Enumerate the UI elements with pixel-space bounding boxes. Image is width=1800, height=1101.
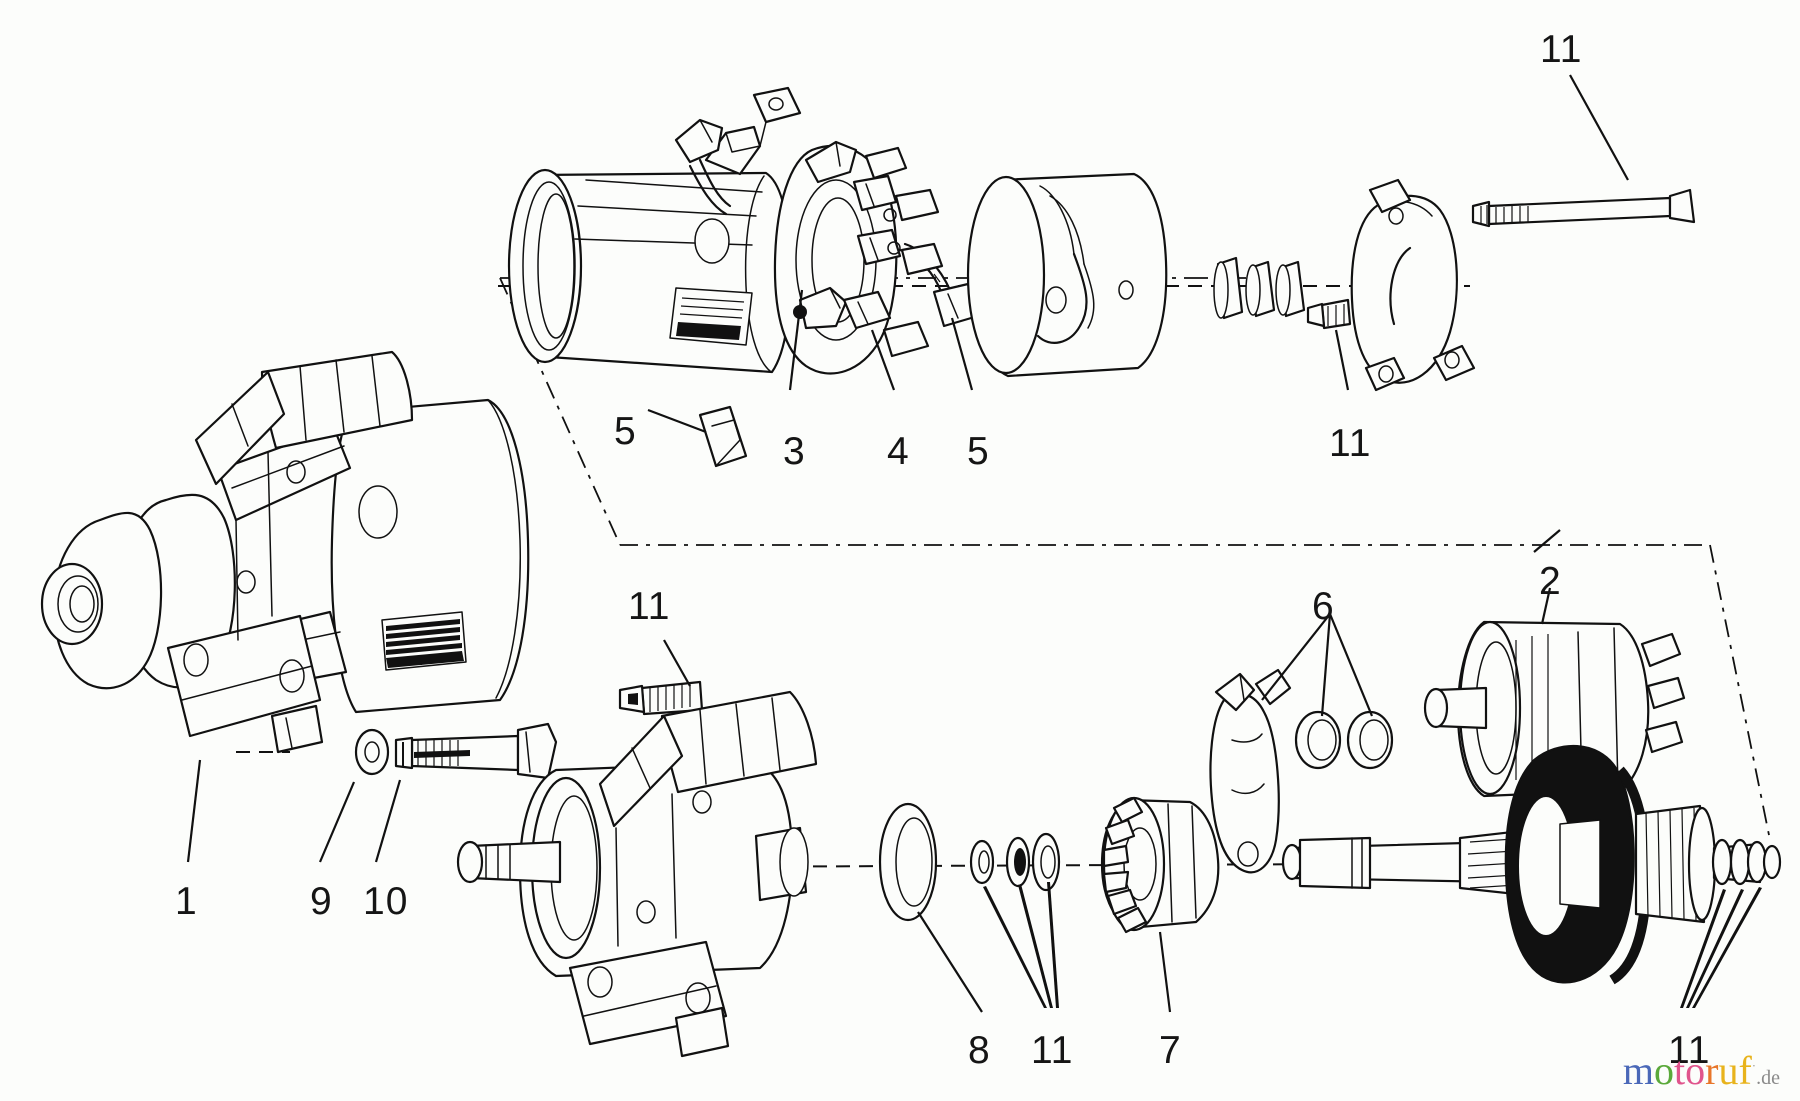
callout-10-bottom-left: 10 <box>363 880 409 923</box>
watermark-dot: · <box>1751 1057 1757 1073</box>
watermark-letter-m: m <box>1622 1048 1654 1093</box>
callout-11-upper-right: 11 <box>1329 422 1372 465</box>
callout-2-right: 2 <box>1539 560 1562 603</box>
site-watermark: motoruf·.de <box>1623 1051 1780 1091</box>
armature-rotor-shaft <box>1281 744 1782 985</box>
callout-11-top-right: 11 <box>1540 28 1583 71</box>
o-ring-seal <box>878 802 938 922</box>
leader-lines-lower <box>186 587 1552 1013</box>
callout-11-bottom-right: 11 <box>1668 1029 1711 1072</box>
washer-spacer-group <box>969 832 1061 892</box>
callout-11-bottom-mid: 11 <box>1031 1029 1074 1072</box>
pointer-bundle-11-bottom-mid <box>983 882 1059 1008</box>
upper-axis-bushings <box>1213 256 1306 320</box>
watermark-letter-o-2: o <box>1685 1048 1706 1093</box>
brush-holder-assembly <box>773 140 980 375</box>
watermark-letter-r: r <box>1705 1048 1719 1093</box>
callout-5-left-upper: 5 <box>614 410 637 453</box>
callout-4-upper: 4 <box>887 430 910 473</box>
callout-5-right-upper: 5 <box>967 430 990 473</box>
pinion-drive-gear <box>1100 796 1220 934</box>
watermark-letter-u: u <box>1718 1048 1739 1093</box>
callout-7-bottom: 7 <box>1159 1029 1182 1072</box>
commutator-end-cap <box>966 172 1168 378</box>
callout-6-mid: 6 <box>1312 585 1335 628</box>
watermark-letter-f: f <box>1738 1048 1752 1093</box>
watermark-letter-o-1: o <box>1653 1048 1674 1093</box>
callout-9-bottom-left: 9 <box>310 880 333 923</box>
motor-yoke-housing <box>507 86 802 374</box>
washer-and-bolt-group <box>236 722 558 780</box>
callout-8-bottom: 8 <box>968 1029 991 1072</box>
callout-11-mid-left: 11 <box>628 585 671 628</box>
housing-label-plate <box>669 287 753 346</box>
housing-vent-grille <box>381 611 467 671</box>
screw-small-mid <box>618 680 704 716</box>
carbon-brush-loose <box>698 405 748 468</box>
through-bolt-long-top <box>1471 188 1696 228</box>
starter-motor-assembly-complete <box>40 350 530 754</box>
drive-end-housing-lower <box>456 690 818 1058</box>
pointer-bundle-11-bottom-right <box>1680 887 1762 1008</box>
callout-3-upper: 3 <box>783 430 806 473</box>
callout-1-bottom-left: 1 <box>175 880 198 923</box>
screw-small-upper <box>1306 298 1352 330</box>
drive-lever-fork <box>1209 668 1292 874</box>
end-cover-plate <box>1350 178 1476 392</box>
watermark-tld: .de <box>1756 1067 1780 1089</box>
watermark-letter-t: t <box>1673 1048 1686 1093</box>
shim-washer-pair <box>1294 710 1394 770</box>
leader-lines-upper <box>647 74 1629 553</box>
